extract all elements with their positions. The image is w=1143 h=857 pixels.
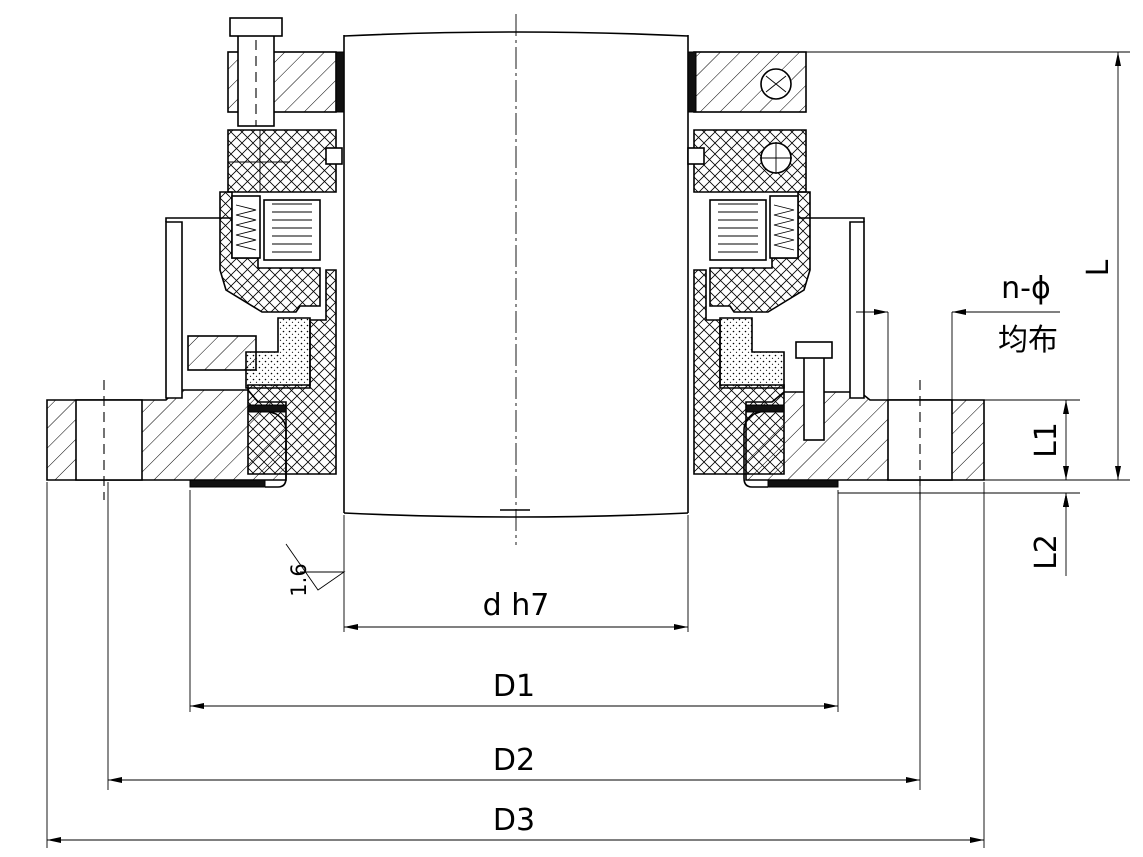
o-ring-right xyxy=(687,147,705,165)
gasket-left xyxy=(189,479,266,488)
housing-sleeve-left xyxy=(165,221,183,399)
label-d1: D1 xyxy=(493,669,535,704)
label-d3: D3 xyxy=(493,803,535,838)
upper-collar-left xyxy=(227,129,337,193)
spring-stack-right xyxy=(709,199,767,261)
label-roughness: 1.6 xyxy=(287,563,311,596)
o-ring-left xyxy=(325,147,343,165)
carbon-ring-left xyxy=(245,317,311,389)
bolt-hole-left xyxy=(75,399,143,481)
seat-gasket-right xyxy=(745,404,785,413)
label-d2: D2 xyxy=(493,743,535,778)
housing-sleeve-right xyxy=(849,221,865,399)
carbon-ring-right xyxy=(719,317,785,389)
roughness-symbol xyxy=(285,543,346,591)
label-length: L xyxy=(1081,259,1116,276)
right-half-section xyxy=(687,51,985,500)
label-shaft-diameter: d h7 xyxy=(483,588,550,623)
gasket-right xyxy=(767,479,839,488)
label-holes: n-ϕ xyxy=(1001,271,1051,306)
anti-rotation-pin xyxy=(803,355,825,441)
label-l1: L1 xyxy=(1029,422,1064,458)
dimensions xyxy=(46,51,1130,848)
spring-stack-left xyxy=(263,199,321,261)
left-half-section xyxy=(46,17,345,500)
label-l2: L2 xyxy=(1029,534,1064,570)
seat-gasket-left xyxy=(247,404,287,413)
label-holes-note: 均布 xyxy=(998,323,1058,358)
